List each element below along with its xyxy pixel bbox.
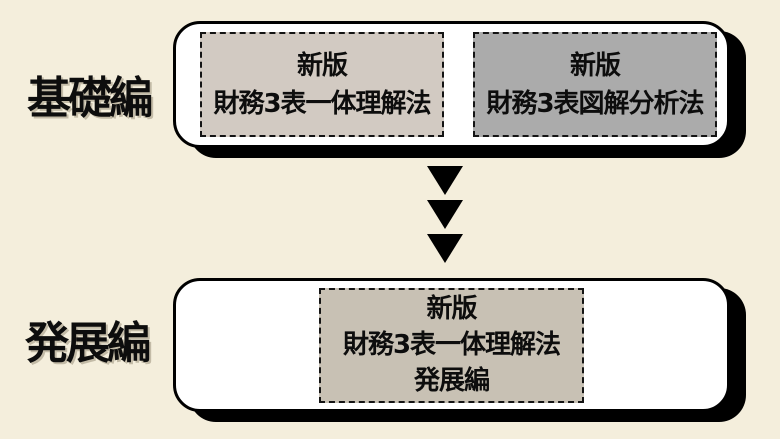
- book-card-zukai-bunsekihou: 新版 財務3表図解分析法: [473, 32, 717, 137]
- book-card-ittai-rikaihou: 新版 財務3表一体理解法: [200, 32, 444, 137]
- book-title-line: 新版: [426, 294, 477, 324]
- book-title-line: 財務3表一体理解法: [213, 88, 431, 119]
- book-title-line: 新版: [296, 50, 348, 81]
- book-title-line: 財務3表図解分析法: [486, 88, 704, 119]
- basics-group-panel: 新版 財務3表一体理解法 新版 財務3表図解分析法: [173, 21, 730, 148]
- book-title-line: 財務3表一体理解法: [342, 330, 561, 360]
- down-arrow-icon: [427, 200, 463, 229]
- book-title-line: 新版: [569, 50, 621, 81]
- book-title-line: 発展編: [413, 366, 490, 396]
- advanced-group-panel: 新版 財務3表一体理解法 発展編: [173, 278, 730, 412]
- advanced-row-label: 発展編: [25, 318, 151, 369]
- down-arrow-icon: [427, 166, 463, 195]
- down-arrow-icon: [427, 234, 463, 263]
- basics-row-label: 基礎編: [27, 73, 153, 124]
- book-card-ittai-rikaihou-hattenhen: 新版 財務3表一体理解法 発展編: [319, 287, 584, 403]
- flow-arrows: [427, 166, 463, 263]
